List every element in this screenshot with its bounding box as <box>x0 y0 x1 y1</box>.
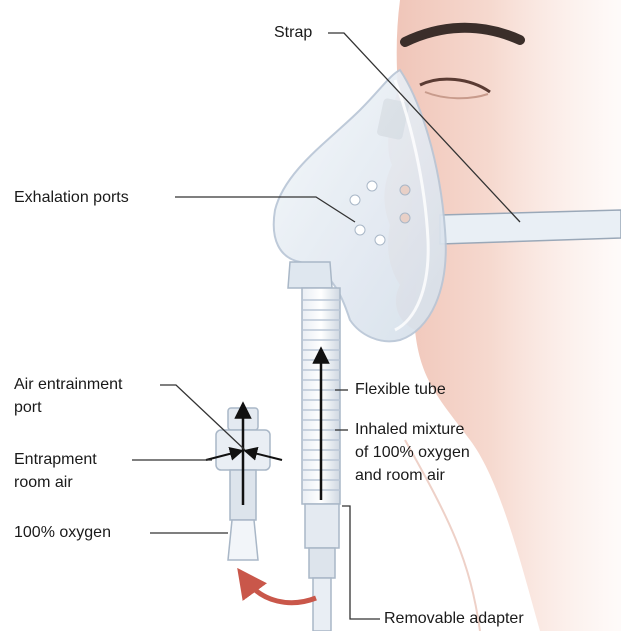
label-100-oxygen: 100% oxygen <box>14 523 111 543</box>
label-inhaled-mixture-line3: and room air <box>355 466 445 486</box>
attach-arrow <box>246 580 316 603</box>
venturi-adapter <box>206 408 282 560</box>
label-removable-adapter: Removable adapter <box>384 609 524 629</box>
label-inhaled-mixture-line2: of 100% oxygen <box>355 443 470 463</box>
label-inhaled-mixture-line1: Inhaled mixture <box>355 420 464 440</box>
label-strap: Strap <box>274 23 312 43</box>
label-entrapment-room-air-line2: room air <box>14 473 73 493</box>
removable-adapter <box>305 504 339 631</box>
label-exhalation-ports: Exhalation ports <box>14 188 129 208</box>
flexible-tube <box>302 288 340 504</box>
face-mask <box>274 70 446 341</box>
label-air-entrainment-port-line2: port <box>14 398 42 418</box>
label-air-entrainment-port-line1: Air entrainment <box>14 375 123 395</box>
label-entrapment-room-air-line1: Entrapment <box>14 450 97 470</box>
label-flexible-tube: Flexible tube <box>355 380 446 400</box>
leader-removable-adapter <box>342 506 380 619</box>
